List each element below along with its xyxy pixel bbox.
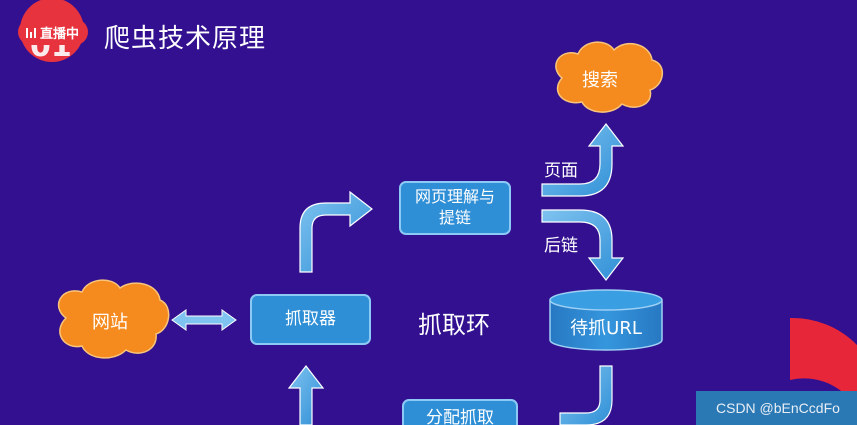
dispatch-box: 分配抓取 [402,399,518,425]
loop-label: 抓取环 [418,305,490,340]
fetcher-box: 抓取器 [250,294,371,345]
website-fetcher-arrow [172,310,236,330]
edge-label-followup-links: 后链 [544,231,578,256]
dispatch-to-fetcher-arrow [289,366,323,425]
live-signal-icon [26,26,36,38]
live-badge-label: 直播中 [40,23,79,42]
fetcher-to-parse-arrow [300,192,372,272]
page-parse-box: 网页理解与 提链 [399,181,511,235]
queue-to-dispatch-arrow [560,366,612,425]
slide-title: 爬虫技术原理 [104,18,266,55]
edge-label-page: 页面 [544,156,578,181]
live-badge[interactable]: 直播中 [18,19,88,45]
url-queue-label: 待抓URL [550,314,662,340]
search-cloud-label: 搜索 [555,66,645,92]
watermark: CSDN @bEnCcdFo [696,391,857,425]
website-cloud-label: 网站 [65,308,155,334]
